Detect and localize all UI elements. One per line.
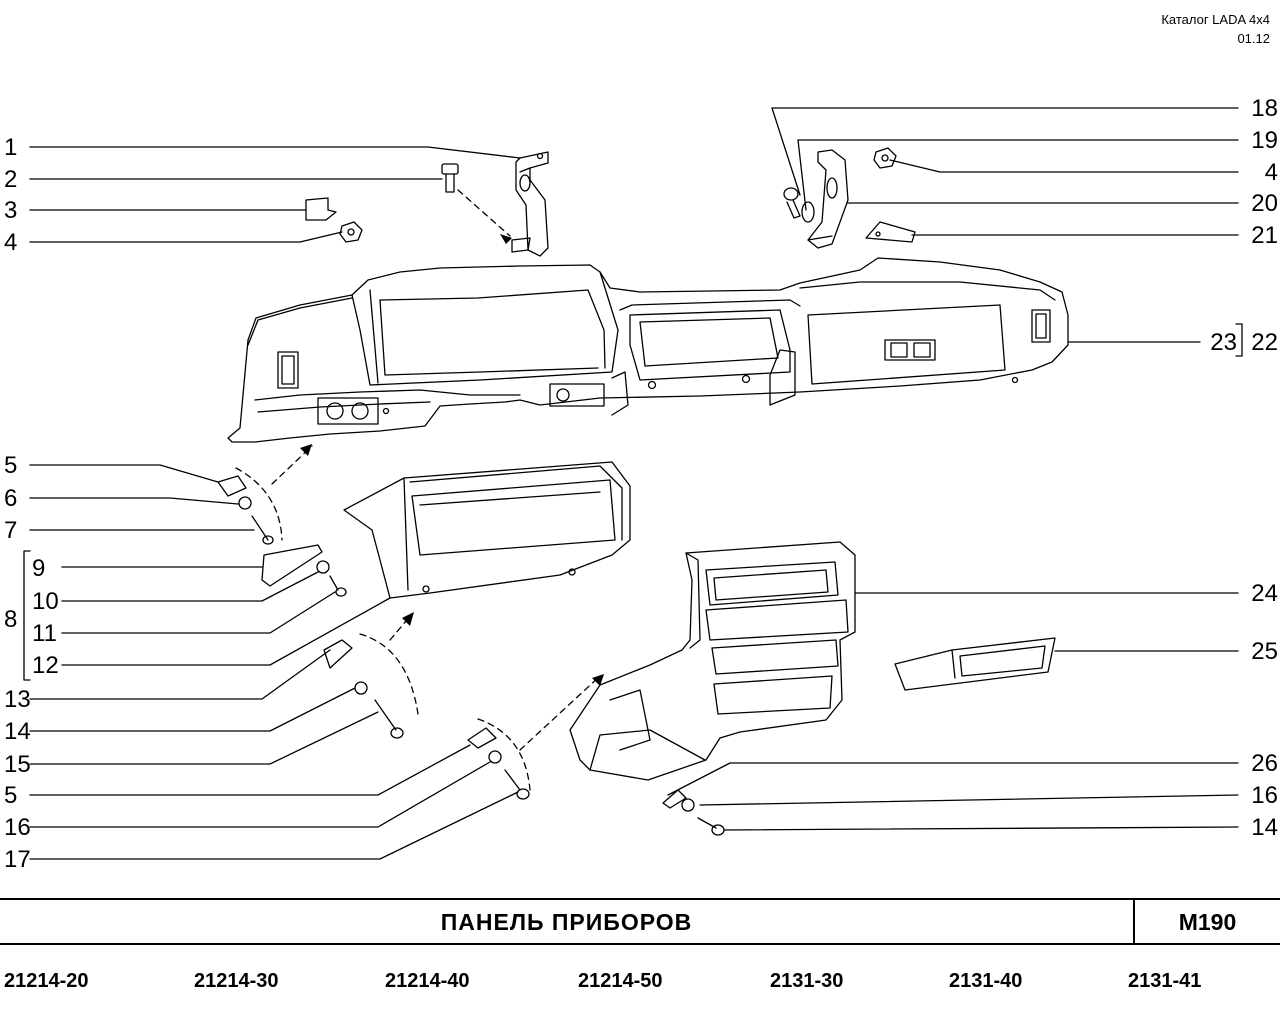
- center-console: [569, 541, 856, 781]
- page-title: ПАНЕЛЬ ПРИБОРОВ: [440, 909, 693, 935]
- clip-group-upper: [217, 475, 725, 836]
- callout-4r: 4: [1265, 159, 1278, 186]
- model-list: 21214-20 21214-30 21214-40 21214-50 2131…: [0, 970, 1280, 1000]
- leaders-right: [667, 107, 1243, 831]
- callout-24: 24: [1251, 580, 1278, 607]
- callout-26: 26: [1251, 750, 1278, 777]
- callout-14: 14: [4, 718, 31, 745]
- glovebox-panel: [343, 461, 631, 599]
- model-item: 21214-50: [578, 970, 663, 992]
- bracket-21: [865, 221, 916, 243]
- callout-18: 18: [1251, 95, 1278, 122]
- callout-8: 8: [4, 606, 17, 633]
- part-25: [894, 637, 1056, 691]
- callout-16r: 16: [1251, 782, 1278, 809]
- nut-4-left: [339, 221, 363, 243]
- model-item: 21214-30: [194, 970, 279, 992]
- callout-21: 21: [1251, 222, 1278, 249]
- callout-20: 20: [1251, 190, 1278, 217]
- nut-4-right: [873, 147, 897, 169]
- callout-25: 25: [1251, 638, 1278, 665]
- section-code: М190: [1178, 909, 1237, 935]
- bracket-right: [801, 149, 849, 249]
- callout-5b: 5: [4, 782, 17, 809]
- leaders-left: [23, 146, 521, 860]
- callout-9: 9: [32, 555, 45, 582]
- callout-15: 15: [4, 751, 31, 778]
- screw-18: [783, 187, 801, 219]
- parts-diagram: 1 2 3 4 5 6 7 8 9 10 11 12 13 14 15 5 16…: [4, 95, 1278, 873]
- callout-16: 16: [4, 814, 31, 841]
- callout-17: 17: [4, 846, 31, 873]
- catalog-date: 01.12: [1237, 31, 1270, 46]
- model-item: 21214-40: [385, 970, 470, 992]
- dashboard-panel: [227, 257, 1069, 443]
- callout-6: 6: [4, 485, 17, 512]
- callout-5: 5: [4, 452, 17, 479]
- callout-14r: 14: [1251, 814, 1278, 841]
- callout-23: 23: [1210, 329, 1237, 356]
- callout-11: 11: [32, 620, 57, 647]
- model-item: 21214-20: [4, 970, 89, 992]
- title-bar: ПАНЕЛЬ ПРИБОРОВ М190: [0, 898, 1280, 945]
- catalog-header: Каталог LADA 4x4: [1161, 12, 1270, 27]
- model-item: 2131-40: [949, 970, 1023, 992]
- callout-1: 1: [4, 134, 17, 161]
- callout-12: 12: [32, 652, 59, 679]
- callout-4: 4: [4, 229, 17, 256]
- callout-labels-left: 1 2 3 4 5 6 7 8 9 10 11 12 13 14 15 5 16…: [4, 134, 59, 873]
- callout-10: 10: [32, 588, 59, 615]
- callout-7: 7: [4, 517, 17, 544]
- callout-labels-right: 18 19 4 20 21 23 22 24 25 26 16 14: [1210, 95, 1278, 841]
- model-item: 2131-30: [770, 970, 844, 992]
- bracket-left: [511, 151, 549, 257]
- bracket-3: [305, 197, 337, 221]
- callout-19: 19: [1251, 127, 1278, 154]
- callout-2: 2: [4, 166, 17, 193]
- assembly-guides: [235, 189, 601, 791]
- callout-22: 22: [1251, 329, 1278, 356]
- callout-13: 13: [4, 686, 31, 713]
- model-item: 2131-41: [1128, 970, 1202, 992]
- assembly-arrows: [300, 234, 604, 686]
- title-divider: [1133, 900, 1135, 943]
- callout-3: 3: [4, 197, 17, 224]
- bolt-2: [441, 163, 459, 193]
